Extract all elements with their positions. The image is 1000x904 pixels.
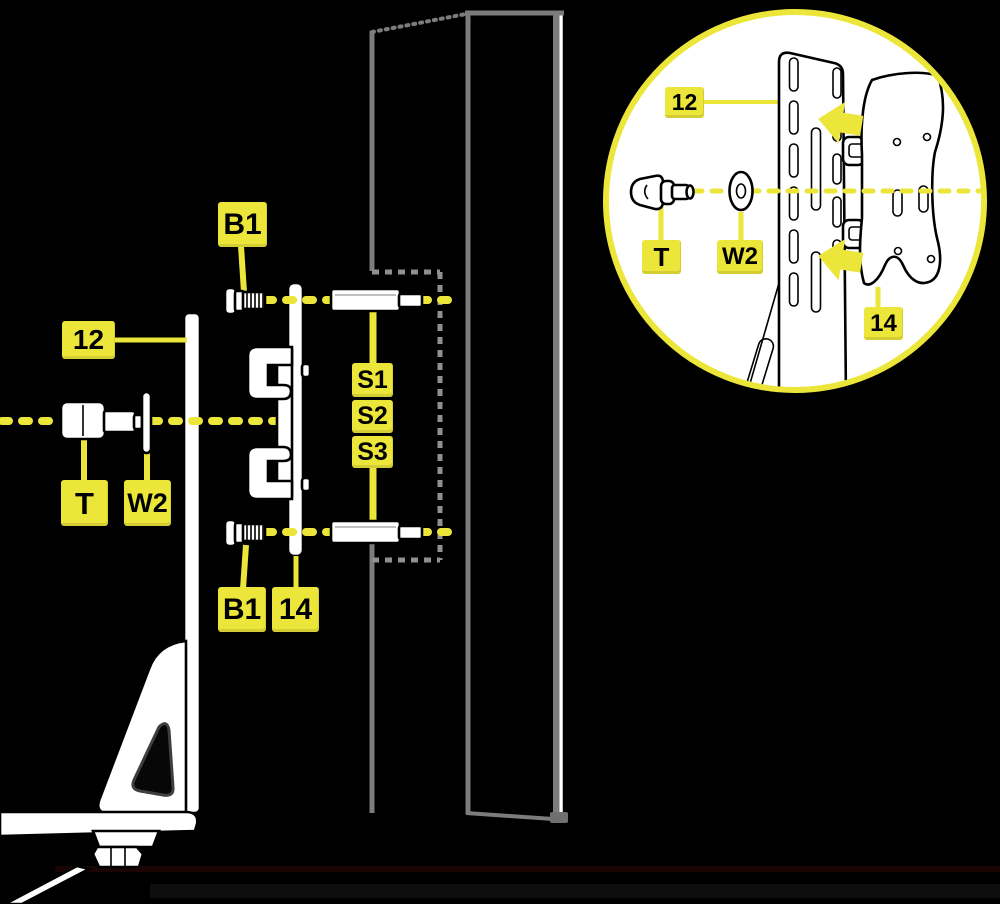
label-b1-bottom: B1 <box>218 587 266 632</box>
floor-shadow <box>55 866 1000 898</box>
screw-b1-bottom <box>223 518 267 548</box>
hook-bracket <box>246 345 294 501</box>
spacer-top <box>329 287 424 313</box>
inset-label-12: 12 <box>665 87 704 118</box>
inset-label-t: T <box>642 240 681 274</box>
label-s1: S1 <box>352 363 393 397</box>
spacer-bottom <box>329 519 424 545</box>
washer-w2 <box>140 390 153 455</box>
label-s2: S2 <box>352 400 393 433</box>
mount-recess-outline <box>372 269 443 563</box>
inset-label-w2: W2 <box>717 240 763 274</box>
inset-circle-ring <box>603 9 987 393</box>
label-s3: S3 <box>352 436 393 468</box>
label-t: T <box>61 480 108 526</box>
alignment-dashes <box>0 296 453 536</box>
thumbscrew-t <box>59 400 144 441</box>
inset-label-14: 14 <box>864 307 903 340</box>
label-w2: W2 <box>124 480 171 526</box>
leader-lines <box>81 245 377 590</box>
monitor-outline <box>369 10 568 823</box>
inset-detail <box>603 9 987 393</box>
inset-washer-w2 <box>728 170 754 212</box>
inset-vesa-plate-14 <box>841 71 945 286</box>
arrow-left-icon <box>818 101 864 144</box>
inset-leader-lines <box>658 206 881 309</box>
arrow-left-icon <box>818 238 864 281</box>
screw-b1-top <box>223 286 267 316</box>
label-b1-top: B1 <box>218 202 267 247</box>
label-12: 12 <box>62 321 115 359</box>
inset-thumbscrew-t <box>629 174 695 211</box>
stand-base <box>0 639 199 904</box>
label-14: 14 <box>272 587 319 632</box>
